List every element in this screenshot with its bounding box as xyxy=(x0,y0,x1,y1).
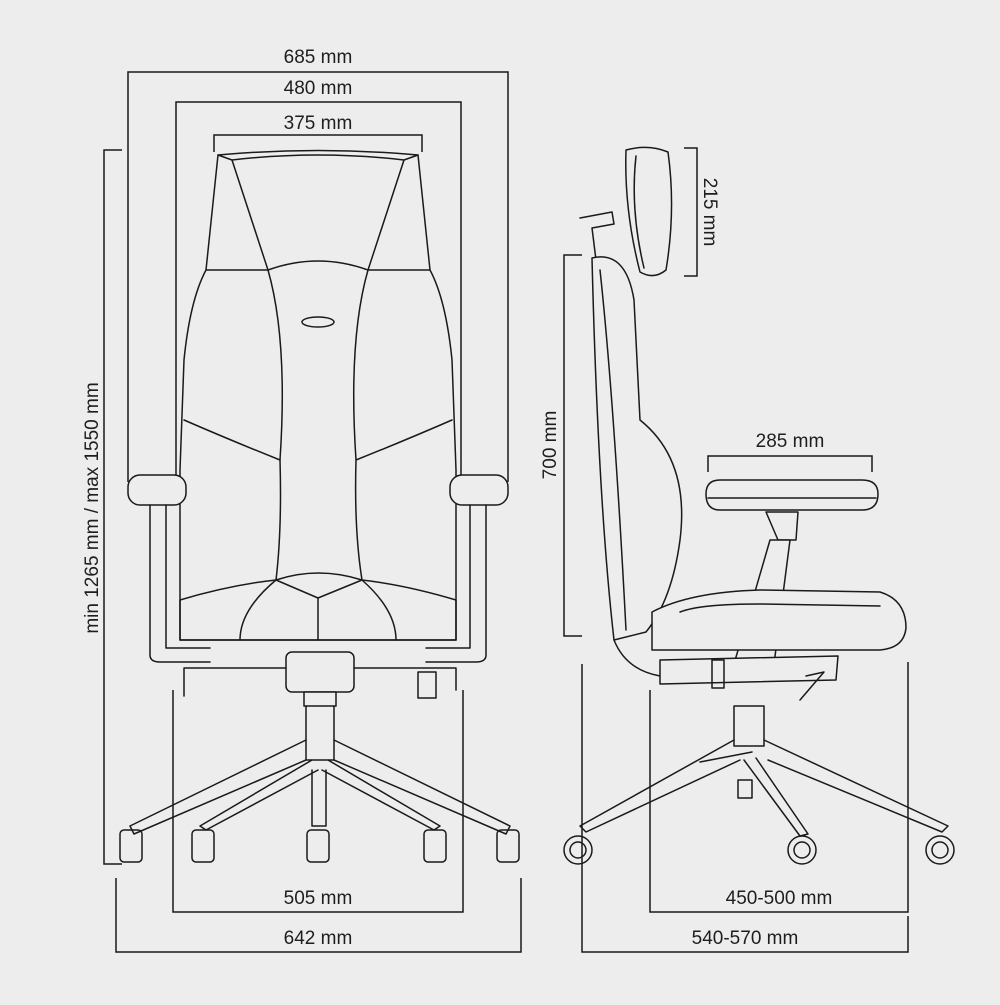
dimension-line-540-570 xyxy=(581,664,909,953)
caster-2 xyxy=(191,829,215,863)
armrest-left-support xyxy=(149,504,211,663)
dimension-line-450-500 xyxy=(649,662,909,913)
star-base xyxy=(129,739,511,835)
headrest xyxy=(625,146,673,277)
armrest-right-support xyxy=(425,504,487,663)
backrest-right-seam xyxy=(355,419,453,461)
seat-side xyxy=(651,589,907,651)
dimension-line-215 xyxy=(684,147,698,277)
tilt-mechanism xyxy=(285,651,355,693)
side-caster-3 xyxy=(925,835,955,865)
backrest-top-seam xyxy=(231,154,405,161)
headrest-post xyxy=(579,211,615,261)
label-seat-depth: 450-500 mm xyxy=(726,888,833,909)
label-base-width: 642 mm xyxy=(284,928,353,949)
label-seat-width: 505 mm xyxy=(284,888,353,909)
side-gas-lift-base xyxy=(737,779,753,799)
gas-lift-cap xyxy=(303,691,337,707)
backrest-left-seam xyxy=(183,419,281,461)
gas-lift xyxy=(305,705,335,761)
side-caster-1 xyxy=(563,835,593,865)
brand-logo xyxy=(301,316,335,328)
backrest-side-seam xyxy=(599,269,627,631)
side-mechanism xyxy=(659,655,839,685)
label-armrest-outer-width: 480 mm xyxy=(284,78,353,99)
chair-front-view xyxy=(119,149,520,863)
label-backrest-height: 700 mm xyxy=(540,411,561,480)
side-gas-lift xyxy=(733,705,765,747)
backrest-right-wing xyxy=(367,154,431,271)
dimension-line-642 xyxy=(115,878,522,953)
label-overall-depth: 540-570 mm xyxy=(692,928,799,949)
dimension-line-700 xyxy=(563,254,582,637)
caster-4 xyxy=(423,829,447,863)
side-caster-1-hub xyxy=(569,841,587,859)
caster-3 xyxy=(306,829,330,863)
armrest-right-pad xyxy=(449,474,509,506)
side-caster-3-hub xyxy=(931,841,949,859)
front-view-dimensions: 685 mm 480 mm 375 mm min 1265 mm / max 1… xyxy=(82,47,522,953)
mechanism-bar xyxy=(183,667,457,697)
backrest-outline xyxy=(179,149,457,641)
backrest-bottom-link xyxy=(613,639,661,677)
label-armrest-pad-length: 285 mm xyxy=(756,431,825,452)
side-view-dimensions: 215 mm 700 mm 285 mm 450-500 mm 540-570 … xyxy=(540,147,909,953)
dimension-line-685 xyxy=(127,71,509,482)
seat-side-seam xyxy=(679,603,881,613)
seat-front-seam-left xyxy=(239,579,277,641)
headrest-inner-line xyxy=(633,155,645,269)
label-height-range: min 1265 mm / max 1550 mm xyxy=(82,382,103,633)
side-caster-2-hub xyxy=(793,841,811,859)
dimension-line-height xyxy=(103,149,122,865)
backrest-left-wing xyxy=(205,154,269,271)
seat-front-seam-right xyxy=(361,579,397,641)
armrest-side-pad xyxy=(705,479,879,511)
side-star-base xyxy=(579,739,949,837)
armrest-left-pad xyxy=(127,474,187,506)
side-caster-2 xyxy=(787,835,817,865)
dimension-line-480 xyxy=(175,101,462,478)
chair-side-view xyxy=(563,146,955,865)
label-headrest-height: 215 mm xyxy=(699,178,720,247)
dimension-line-505 xyxy=(172,690,464,913)
dimension-line-285 xyxy=(707,455,873,472)
backrest-side xyxy=(591,256,683,641)
dimension-line-375 xyxy=(213,134,423,152)
caster-5 xyxy=(496,829,520,863)
caster-1 xyxy=(119,829,143,863)
side-lever xyxy=(799,671,825,701)
label-overall-width-top: 685 mm xyxy=(284,47,353,68)
side-knob xyxy=(711,659,725,689)
armrest-side-post xyxy=(765,511,799,541)
mechanism-lever xyxy=(417,671,437,699)
backrest-center-panel xyxy=(267,260,369,581)
label-backrest-width: 375 mm xyxy=(284,113,353,134)
